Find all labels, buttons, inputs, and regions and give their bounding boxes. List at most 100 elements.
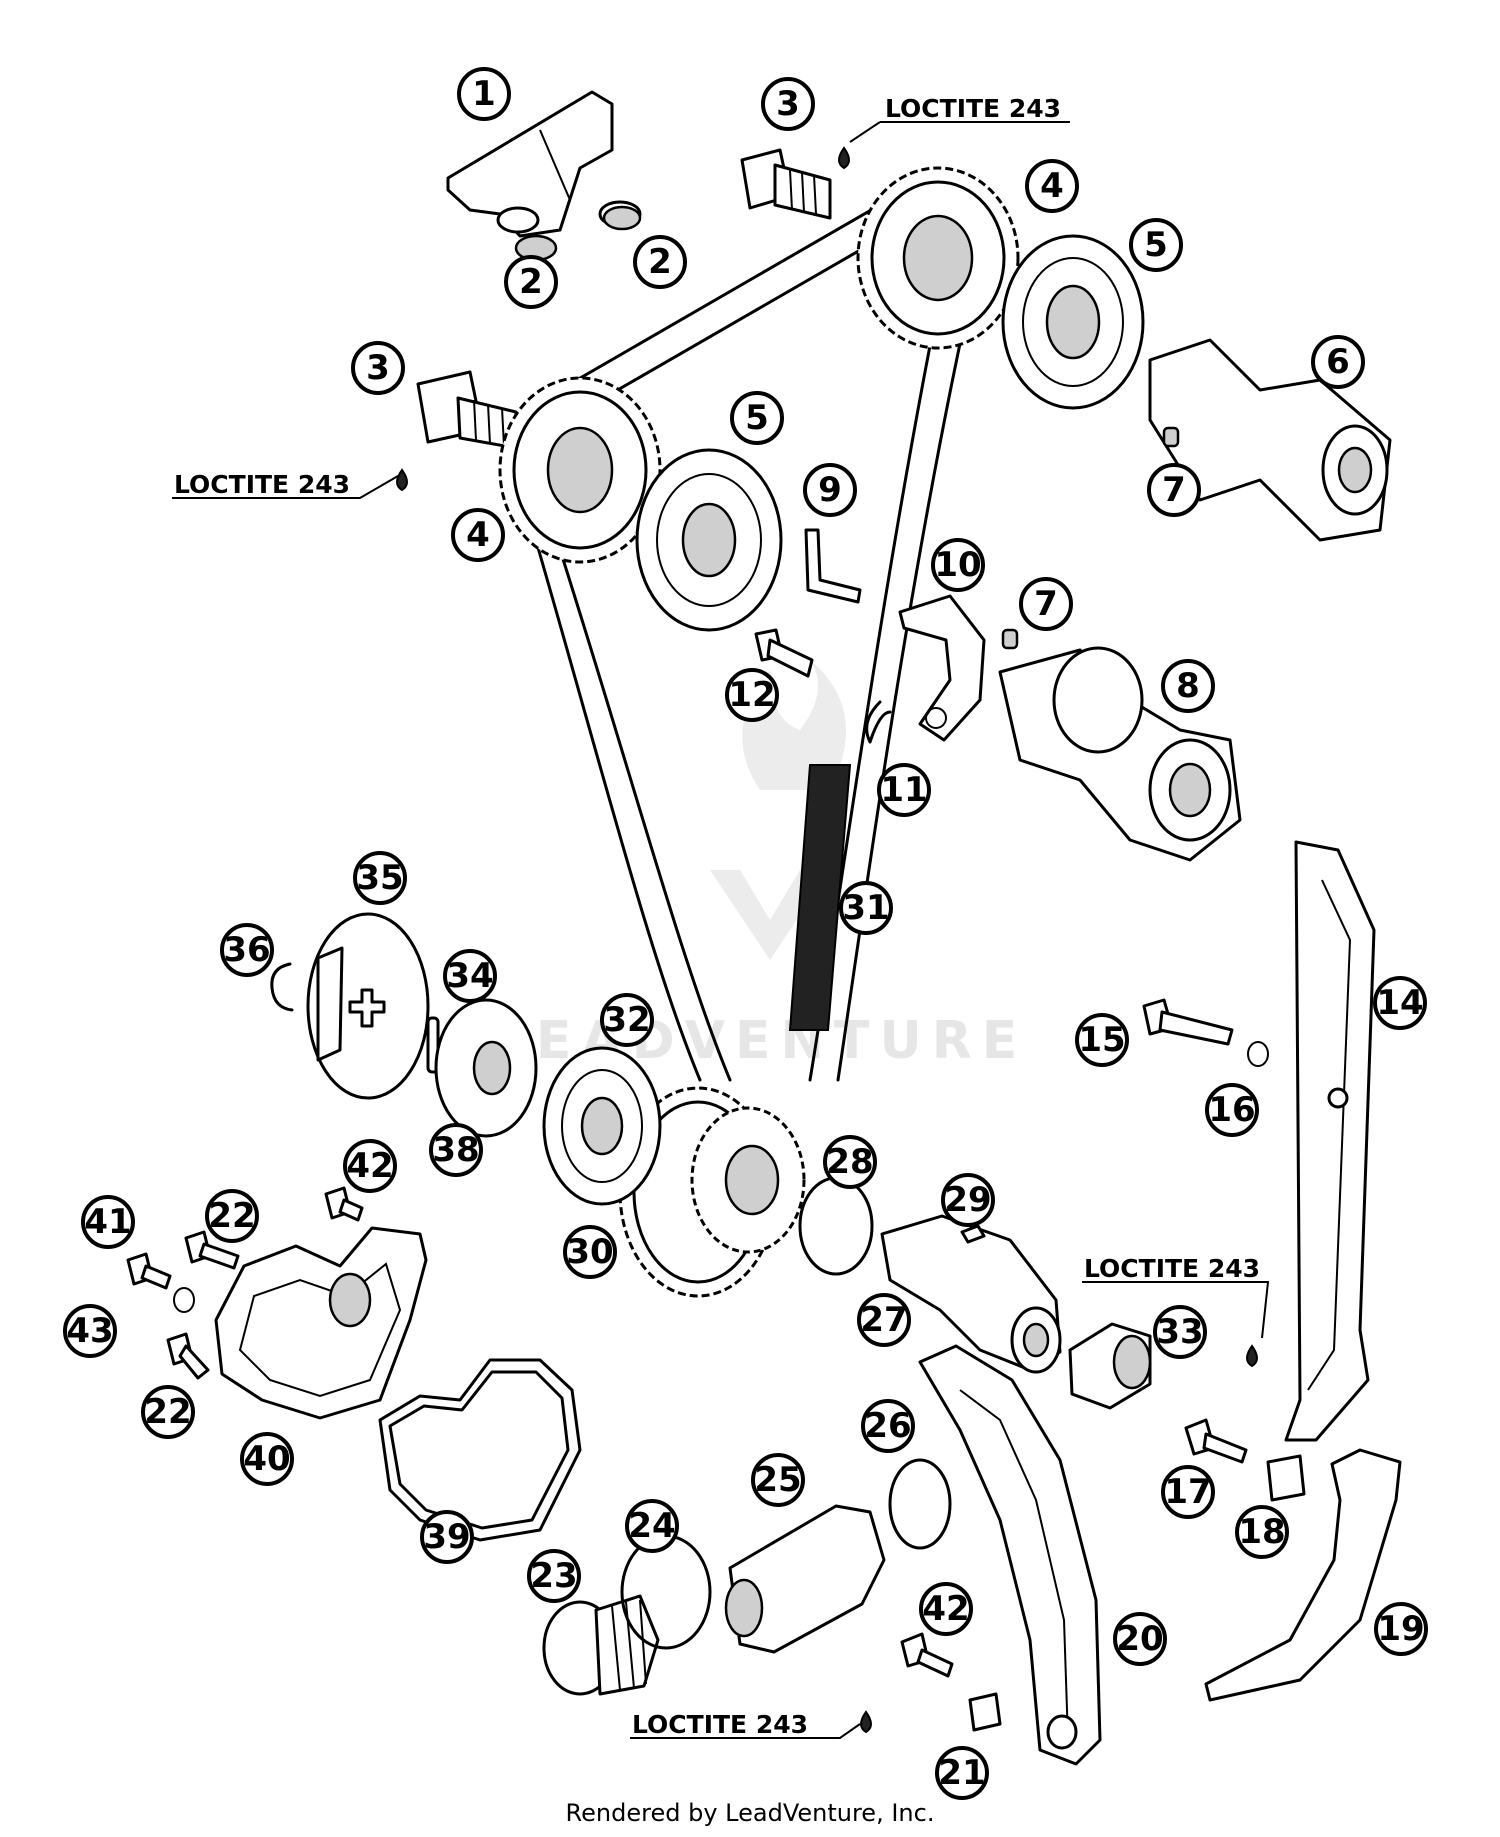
svg-text:21: 21	[938, 1753, 985, 1793]
part-20-tensioning-rail	[918, 1344, 1102, 1766]
part-7-pin-lower	[1001, 628, 1019, 650]
callout-33: 33	[1153, 1305, 1207, 1359]
part-41-bolt	[126, 1252, 172, 1290]
svg-text:23: 23	[530, 1556, 577, 1596]
part-2-seals	[514, 205, 642, 262]
loctite-note-2: LOCTITE 243	[174, 470, 350, 499]
callout-36: 36	[220, 923, 274, 977]
part-38-spacer	[434, 998, 538, 1138]
callout-19: 19	[1374, 1602, 1428, 1656]
svg-text:17: 17	[1164, 1472, 1211, 1512]
part-3-bolt-lower	[416, 370, 518, 450]
callout-25: 25	[751, 1453, 805, 1507]
watermark: LEADVENTURE	[493, 660, 1017, 1071]
svg-text:12: 12	[728, 675, 775, 715]
svg-text:6: 6	[1326, 342, 1350, 382]
timing-chain	[528, 174, 967, 1082]
callout-5: 5	[730, 391, 784, 445]
loctite-drop-1	[838, 146, 850, 170]
svg-text:42: 42	[922, 1589, 969, 1629]
callout-35: 35	[353, 851, 407, 905]
callout-16: 16	[1205, 1083, 1259, 1137]
part-39-gasket	[378, 1358, 582, 1542]
svg-text:34: 34	[446, 956, 493, 996]
part-17-bolt	[1184, 1418, 1248, 1464]
svg-text:25: 25	[754, 1460, 801, 1500]
part-23-plug	[542, 1594, 660, 1696]
callout-20: 20	[1113, 1612, 1167, 1666]
callout-10: 10	[931, 538, 985, 592]
part-35-drive-plate	[306, 912, 430, 1100]
part-3-bolt-upper	[740, 148, 832, 220]
callout-2: 2	[504, 255, 558, 309]
callout-12: 12	[725, 668, 779, 722]
svg-text:10: 10	[934, 545, 981, 585]
part-4-sprocket-upper	[856, 166, 1020, 350]
part-22-bolt-upper	[184, 1230, 240, 1270]
svg-text:20: 20	[1116, 1619, 1163, 1659]
svg-text:42: 42	[346, 1146, 393, 1186]
svg-text:15: 15	[1078, 1020, 1125, 1060]
svg-text:32: 32	[603, 1000, 650, 1040]
callout-9: 9	[803, 463, 857, 517]
svg-text:33: 33	[1156, 1312, 1203, 1352]
callout-22: 22	[141, 1385, 195, 1439]
part-18-sleeve	[1266, 1454, 1306, 1502]
callout-42: 42	[919, 1582, 973, 1636]
callout-23: 23	[527, 1549, 581, 1603]
callout-1: 1	[457, 67, 511, 121]
svg-text:7: 7	[1162, 470, 1186, 510]
callout-40: 40	[240, 1432, 294, 1486]
svg-text:29: 29	[944, 1180, 991, 1220]
part-36-circlip	[270, 962, 294, 1012]
callout-26: 26	[861, 1399, 915, 1453]
part-21-sleeve	[968, 1692, 1002, 1732]
svg-text:16: 16	[1208, 1090, 1255, 1130]
callout-39: 39	[420, 1510, 474, 1564]
svg-text:5: 5	[745, 398, 769, 438]
footer-credit: Rendered by LeadVenture, Inc.	[566, 1799, 935, 1827]
part-40-cover	[214, 1226, 428, 1420]
svg-text:19: 19	[1377, 1609, 1424, 1649]
svg-text:24: 24	[628, 1506, 675, 1546]
callout-24: 24	[625, 1499, 679, 1553]
loctite-notes: LOCTITE 243 LOCTITE 243 LOCTITE 243 LOCT…	[174, 94, 1260, 1739]
part-11-clip	[865, 700, 892, 744]
svg-text:11: 11	[880, 770, 927, 810]
callout-38: 38	[429, 1123, 483, 1177]
svg-text:35: 35	[356, 858, 403, 898]
callout-30: 30	[563, 1225, 617, 1279]
part-19-slide-rail	[1204, 1448, 1402, 1702]
part-10-decompression-lever	[898, 594, 986, 742]
callout-31: 31	[839, 881, 893, 935]
svg-text:22: 22	[208, 1196, 255, 1236]
svg-text:5: 5	[1144, 225, 1168, 265]
loctite-drop-3	[1246, 1344, 1258, 1368]
callout-11: 11	[877, 763, 931, 817]
svg-text:4: 4	[466, 515, 490, 555]
loctite-note-3: LOCTITE 243	[1084, 1254, 1260, 1283]
part-14-tensioner-rail	[1284, 840, 1376, 1442]
svg-text:1: 1	[472, 74, 496, 114]
callout-22: 22	[205, 1189, 259, 1243]
svg-text:30: 30	[566, 1232, 613, 1272]
callout-3: 3	[761, 77, 815, 131]
loctite-note-1: LOCTITE 243	[885, 94, 1061, 123]
callout-7: 7	[1147, 463, 1201, 517]
callout-7: 7	[1019, 577, 1073, 631]
callout-17: 17	[1161, 1465, 1215, 1519]
part-16-washer	[1247, 1041, 1269, 1067]
svg-text:9: 9	[818, 470, 842, 510]
callout-4: 4	[1025, 159, 1079, 213]
callout-2: 2	[633, 235, 687, 289]
callout-18: 18	[1235, 1505, 1289, 1559]
svg-text:3: 3	[776, 84, 800, 124]
part-5-bearing-lower	[635, 448, 783, 632]
svg-text:28: 28	[826, 1142, 873, 1182]
svg-text:2: 2	[648, 242, 672, 282]
callout-43: 43	[63, 1304, 117, 1358]
svg-text:22: 22	[144, 1392, 191, 1432]
loctite-note-4: LOCTITE 243	[632, 1710, 808, 1739]
callout-4: 4	[451, 508, 505, 562]
